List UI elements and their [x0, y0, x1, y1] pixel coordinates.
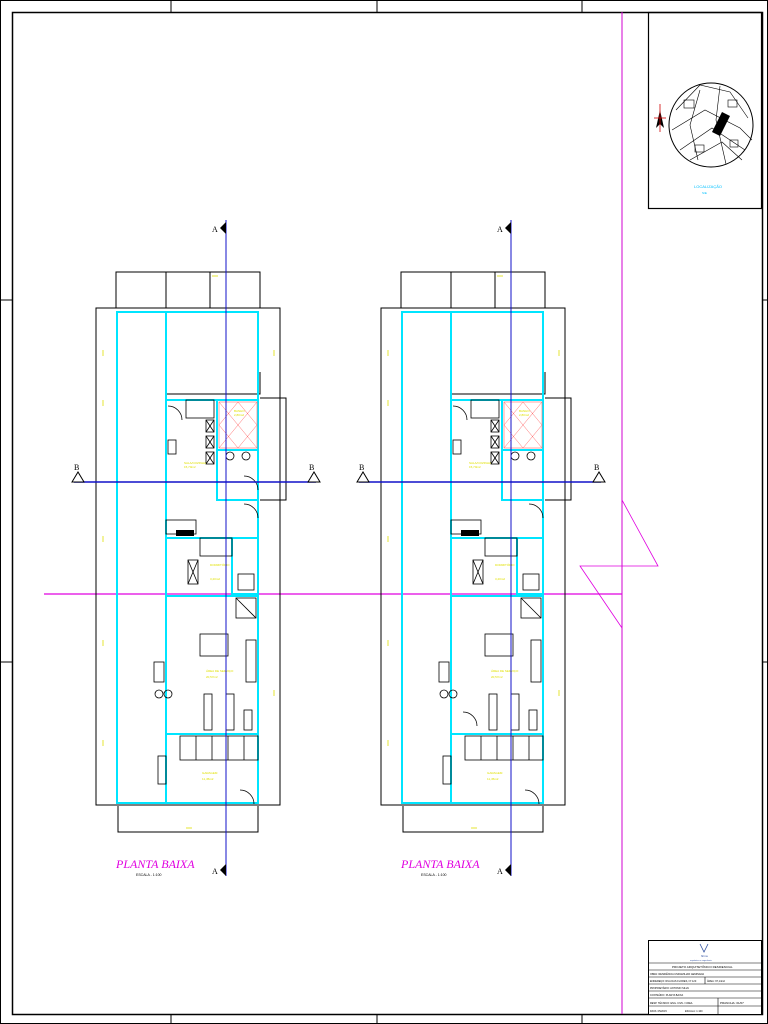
room-area: 2,80m2: [234, 413, 244, 417]
floor-plan-left: SALA/COZINHA 15,70m2 BANHO 2,80m2 DORMIT…: [74, 220, 316, 876]
project-title: PROJETO ARQUITETÔNICO RESIDENCIAL: [672, 964, 733, 969]
section-marker-b-left-1: B: [71, 463, 85, 483]
room-area: 11,45m2: [487, 777, 499, 781]
room-area: 11,45m2: [202, 777, 214, 781]
room-label: GARAGEM: [202, 771, 218, 775]
svg-text:ESCALA - 1:100: ESCALA - 1:100: [136, 873, 162, 877]
room-label: SALA/COZINHA: [469, 461, 491, 465]
section-marker-b-left-2: B: [307, 463, 321, 483]
title-block: firma arquitetura e engenharia PROJETO A…: [648, 940, 762, 1015]
plan-title-left: PLANTA BAIXA ESCALA - 1:100: [115, 857, 195, 877]
room-label: ÁREA DE SERVIÇO: [206, 669, 234, 673]
north-arrow-icon: [654, 104, 666, 132]
room-label: BANHO: [234, 409, 245, 413]
room-area: 3,20m2: [495, 577, 505, 581]
svg-text:ESCALA: 1:100: ESCALA: 1:100: [685, 1010, 703, 1013]
room-area: 15,70m2: [184, 465, 196, 469]
sheet-number: PRANCHA: 01/07: [720, 1001, 744, 1005]
svg-text:B: B: [594, 463, 599, 472]
room-label: ÁREA DE SERVIÇO: [491, 669, 519, 673]
room-label: GARAGEM: [487, 771, 503, 775]
section-marker-a-top-left: A: [212, 222, 226, 234]
svg-text:DATA: 05/2015: DATA: 05/2015: [650, 1010, 667, 1013]
section-marker-b-right-1: B: [356, 463, 370, 483]
svg-text:ENDEREÇO: RUA DAS FLORES, Nº 1: ENDEREÇO: RUA DAS FLORES, Nº 120: [650, 979, 697, 983]
location-map: LOCALIZAÇÃO S/E: [647, 11, 763, 210]
svg-text:B: B: [74, 463, 79, 472]
sheet-inner-frame: [11, 11, 764, 1016]
break-line: [579, 499, 659, 629]
room-label: DORMITÓRIO: [210, 562, 230, 567]
section-marker-a-bottom-right: A: [497, 864, 511, 876]
room-label: DORMITÓRIO: [495, 562, 515, 567]
svg-text:OBRA: RESIDÊNCIA UNIFAMILIAR G: OBRA: RESIDÊNCIA UNIFAMILIAR GEMINADA: [650, 973, 704, 976]
section-marker-b-right-2: B: [592, 463, 606, 483]
room-area: 3,20m2: [210, 577, 220, 581]
company-logo: firma arquitetura e engenharia: [690, 943, 713, 962]
room-area: 2,80m2: [519, 413, 529, 417]
section-marker-a-top-right: A: [497, 222, 511, 234]
plan-title-right: PLANTA BAIXA ESCALA - 1:100: [400, 857, 480, 877]
svg-text:RESP. TÉCNICO: ENG. CIVIL / CR: RESP. TÉCNICO: ENG. CIVIL / CREA: [650, 1002, 693, 1005]
svg-text:B: B: [309, 463, 314, 472]
svg-text:ESCALA - 1:100: ESCALA - 1:100: [421, 873, 447, 877]
svg-text:A: A: [497, 225, 503, 234]
svg-text:PLANTA BAIXA: PLANTA BAIXA: [400, 857, 480, 871]
section-marker-a-bottom-left: A: [212, 864, 226, 876]
room-area: 15,70m2: [469, 465, 481, 469]
bathroom-hatch-left: [218, 401, 258, 461]
floor-plan-right: SALA/COZINHA 15,70m2 BANHO 2,80m2 DORMIT…: [359, 220, 601, 876]
room-area: 20,57m2: [206, 675, 218, 679]
svg-text:A: A: [212, 867, 218, 876]
room-label: BANHO: [519, 409, 530, 413]
svg-text:CONTEÚDO: PLANTA BAIXA: CONTEÚDO: PLANTA BAIXA: [650, 994, 683, 997]
svg-text:firma: firma: [701, 954, 708, 958]
location-caption: LOCALIZAÇÃO: [694, 184, 722, 189]
svg-text:A: A: [212, 225, 218, 234]
svg-text:PLANTA BAIXA: PLANTA BAIXA: [115, 857, 195, 871]
svg-text:arquitetura e engenharia: arquitetura e engenharia: [690, 959, 713, 962]
location-caption-scale: S/E: [702, 191, 707, 195]
svg-text:A: A: [497, 867, 503, 876]
svg-text:B: B: [359, 463, 364, 472]
svg-text:PROPRIETÁRIO: ANTONIO SILVA: PROPRIETÁRIO: ANTONIO SILVA: [650, 987, 689, 990]
svg-text:ÁREA: 97,14m2: ÁREA: 97,14m2: [707, 980, 726, 983]
room-label: SALA/COZINHA: [184, 461, 206, 465]
room-area: 20,57m2: [491, 675, 503, 679]
